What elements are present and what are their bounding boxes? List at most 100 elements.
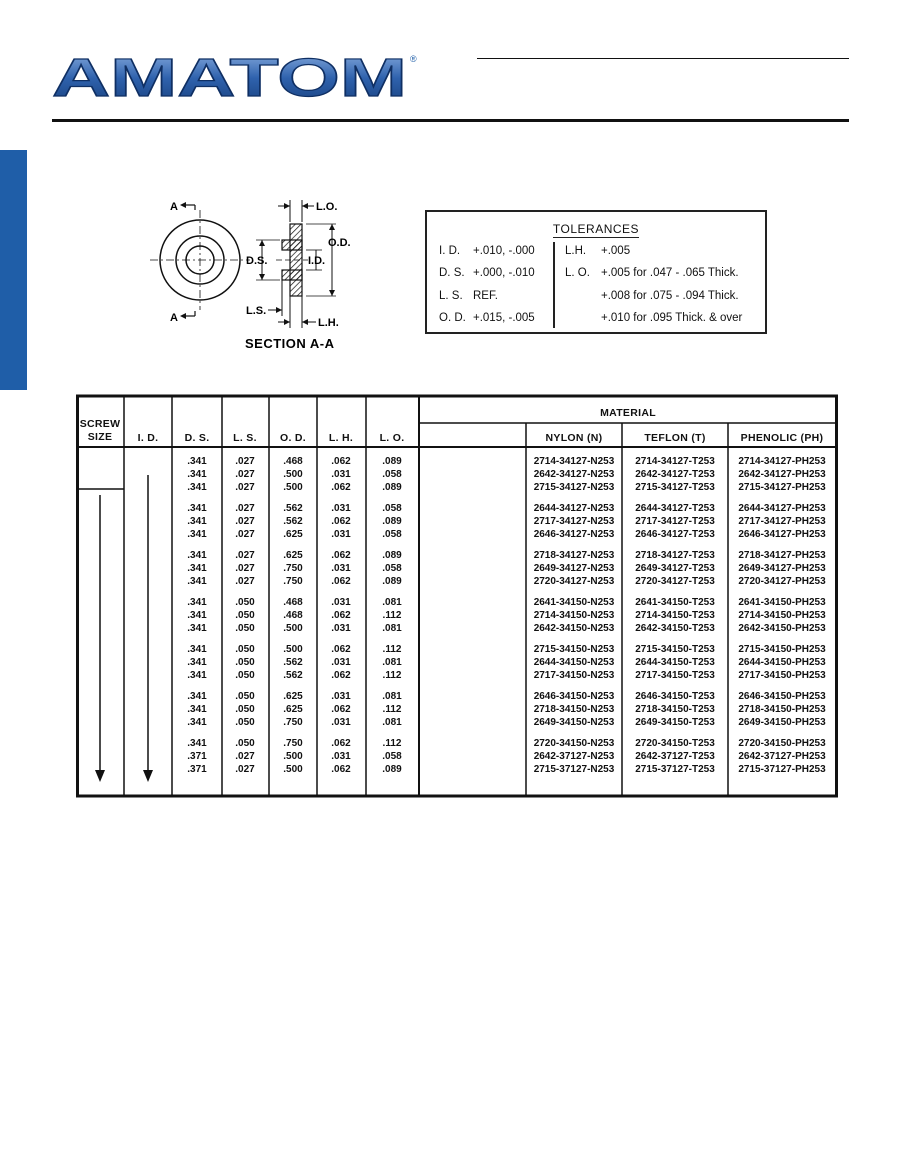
lo-cell: .089 — [382, 764, 402, 775]
label-lo: L.O. — [316, 201, 337, 213]
nylon-part-cell: 2642-34150-N253 — [533, 623, 615, 634]
phenolic-part-cell: 2644-34150-PH253 — [738, 657, 826, 668]
od-cell: .500 — [283, 644, 303, 655]
header-thin-rule — [477, 58, 849, 59]
od-cell: .750 — [283, 717, 303, 728]
ls-cell: .050 — [235, 717, 255, 728]
teflon-part-cell: 2714-34127-T253 — [635, 456, 715, 467]
tol-label: L. O. — [565, 267, 590, 279]
tol-value: +.005 for .047 - .065 Thick. — [601, 267, 739, 279]
lo-cell: .058 — [382, 529, 402, 540]
lo-cell: .058 — [382, 751, 402, 762]
phenolic-part-cell: 2720-34127-PH253 — [738, 576, 826, 587]
table-grid — [76, 394, 838, 798]
od-cell: .625 — [283, 704, 303, 715]
logo-wordmark: AMATOM — [52, 52, 407, 102]
teflon-part-cell: 2644-34127-T253 — [635, 503, 715, 514]
tol-value: +.015, -.005 — [473, 312, 535, 324]
teflon-part-cell: 2718-34150-T253 — [635, 704, 715, 715]
ds-cell: .341 — [187, 482, 207, 493]
lh-cell: .062 — [331, 516, 351, 527]
ds-cell: .341 — [187, 516, 207, 527]
phenolic-part-cell: 2715-37127-PH253 — [738, 764, 826, 775]
lo-cell: .089 — [382, 576, 402, 587]
phenolic-part-cell: 2715-34127-PH253 — [738, 482, 826, 493]
teflon-part-cell: 2720-34150-T253 — [635, 738, 715, 749]
lo-cell: .112 — [382, 670, 402, 681]
ds-cell: .341 — [187, 657, 207, 668]
header-ls: L. S. — [233, 432, 257, 444]
header-screw-size: SCREW — [79, 418, 121, 430]
od-cell: .500 — [283, 482, 303, 493]
nylon-part-cell: 2646-34150-N253 — [533, 691, 615, 702]
lo-cell: .081 — [382, 717, 402, 728]
tol-value: REF. — [473, 290, 498, 302]
ds-cell: .341 — [187, 576, 207, 587]
nylon-part-cell: 2649-34127-N253 — [533, 563, 615, 574]
od-cell: .750 — [283, 576, 303, 587]
phenolic-part-cell: 2649-34127-PH253 — [738, 563, 826, 574]
od-cell: .625 — [283, 550, 303, 561]
ls-cell: .050 — [235, 623, 255, 634]
ds-cell: .341 — [187, 738, 207, 749]
teflon-part-cell: 2720-34127-T253 — [635, 576, 715, 587]
lh-cell: .031 — [331, 529, 351, 540]
lh-cell: .062 — [331, 738, 351, 749]
phenolic-part-cell: 2644-34127-PH253 — [738, 503, 826, 514]
tol-label: L.H. — [565, 245, 587, 257]
lo-cell: .081 — [382, 657, 402, 668]
lo-cell: .112 — [382, 738, 402, 749]
teflon-part-cell: 2644-34150-T253 — [635, 657, 715, 668]
ds-cell: .341 — [187, 550, 207, 561]
nylon-part-cell: 2644-34150-N253 — [533, 657, 615, 668]
od-cell: .562 — [283, 503, 303, 514]
nylon-part-cell: 2642-37127-N253 — [533, 751, 615, 762]
tol-label: D. S. — [439, 267, 465, 279]
lh-cell: .031 — [331, 503, 351, 514]
ls-cell: .050 — [235, 597, 255, 608]
header-ds: D. S. — [184, 432, 210, 444]
ds-cell: .341 — [187, 456, 207, 467]
nylon-part-cell: 2720-34150-N253 — [533, 738, 615, 749]
header-od: O. D. — [279, 432, 307, 444]
nylon-part-cell: 2720-34127-N253 — [533, 576, 615, 587]
phenolic-part-cell: 2718-34127-PH253 — [738, 550, 826, 561]
lo-cell: .081 — [382, 691, 402, 702]
nylon-part-cell: 2718-34150-N253 — [533, 704, 615, 715]
ls-cell: .027 — [235, 576, 255, 587]
lh-cell: .031 — [331, 691, 351, 702]
amatom-logo: AMATOM ® — [52, 52, 417, 102]
lo-cell: .081 — [382, 597, 402, 608]
od-cell: .625 — [283, 691, 303, 702]
washer-section-diagram: A A L.O. O.D. D.S. I.D. L.S. L.H. SECTIO… — [150, 200, 351, 351]
teflon-part-cell: 2717-34127-T253 — [635, 516, 715, 527]
tol-label: L. S. — [439, 290, 463, 302]
nylon-part-cell: 2649-34150-N253 — [533, 717, 615, 728]
ls-cell: .027 — [235, 563, 255, 574]
nylon-part-cell: 2644-34127-N253 — [533, 503, 615, 514]
teflon-part-cell: 2714-34150-T253 — [635, 610, 715, 621]
od-cell: .500 — [283, 764, 303, 775]
teflon-part-cell: 2641-34150-T253 — [635, 597, 715, 608]
header-id: I. D. — [137, 432, 159, 444]
nylon-part-cell: 2717-34127-N253 — [533, 516, 615, 527]
teflon-part-cell: 2649-34127-T253 — [635, 563, 715, 574]
od-cell: .562 — [283, 657, 303, 668]
ls-cell: .050 — [235, 610, 255, 621]
ds-cell: .371 — [187, 764, 207, 775]
ds-cell: .341 — [187, 529, 207, 540]
ds-cell: .341 — [187, 610, 207, 621]
od-cell: .500 — [283, 751, 303, 762]
ds-cell: .341 — [187, 704, 207, 715]
header-lo: L. O. — [379, 432, 405, 444]
lh-cell: .031 — [331, 623, 351, 634]
ls-cell: .050 — [235, 738, 255, 749]
phenolic-part-cell: 2642-34150-PH253 — [738, 623, 826, 634]
teflon-part-cell: 2646-34150-T253 — [635, 691, 715, 702]
lh-cell: .062 — [331, 456, 351, 467]
lh-cell: .031 — [331, 563, 351, 574]
tolerances-box: TOLERANCES I. D. +.010, -.000 D. S. +.00… — [425, 210, 767, 334]
teflon-part-cell: 2718-34127-T253 — [635, 550, 715, 561]
nylon-part-cell: 2717-34150-N253 — [533, 670, 615, 681]
ls-cell: .027 — [235, 751, 255, 762]
